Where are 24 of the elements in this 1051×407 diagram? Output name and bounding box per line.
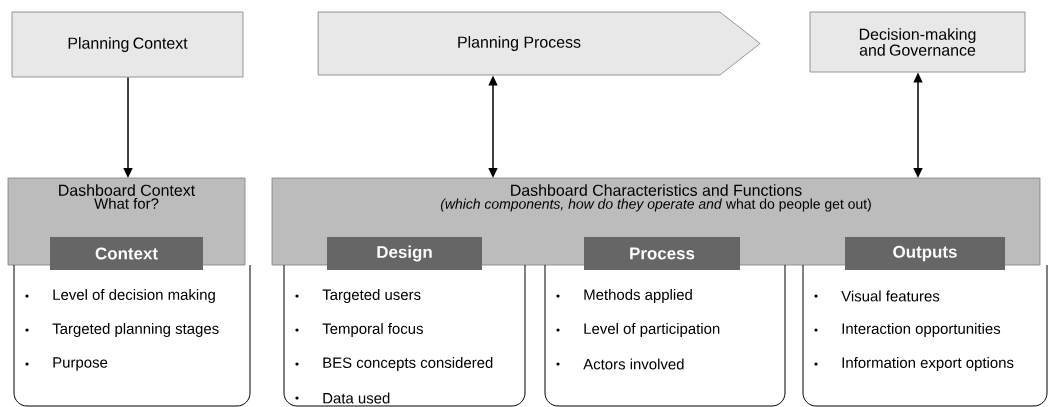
bullet-item: Interaction opportunities	[814, 323, 1001, 337]
process-arrow-box: Planning Process	[317, 11, 761, 76]
heading-bar: Design	[327, 237, 482, 270]
heading-bar: Context	[50, 237, 203, 270]
list-panel	[283, 264, 526, 407]
bullet-item: Level of decision making	[25, 289, 215, 303]
bullet-item: Purpose	[25, 357, 108, 371]
bullet-item: Targeted users	[295, 289, 421, 303]
list-panel	[13, 264, 251, 407]
heading-bar: Process	[584, 237, 740, 270]
bullet-item: Actors involved	[556, 358, 684, 370]
list-panel	[802, 264, 1048, 407]
bullet-item: Information export options	[814, 357, 1014, 371]
bullet-item: Temporal focus	[295, 323, 423, 337]
context-box: Planning Context	[11, 11, 244, 78]
bullet-item: Methods applied	[556, 289, 692, 303]
bullet-item: Level of participation	[556, 323, 720, 337]
bullet-item: Targeted planning stages	[25, 323, 219, 337]
list-panel	[544, 264, 786, 407]
bullet-item: Data used	[295, 392, 390, 404]
bullet-item: BES concepts considered	[295, 357, 493, 371]
context-box: Decision-making and Governance	[809, 11, 1026, 73]
heading-bar: Outputs	[845, 237, 1005, 270]
bullet-item: Visual features	[814, 290, 940, 302]
